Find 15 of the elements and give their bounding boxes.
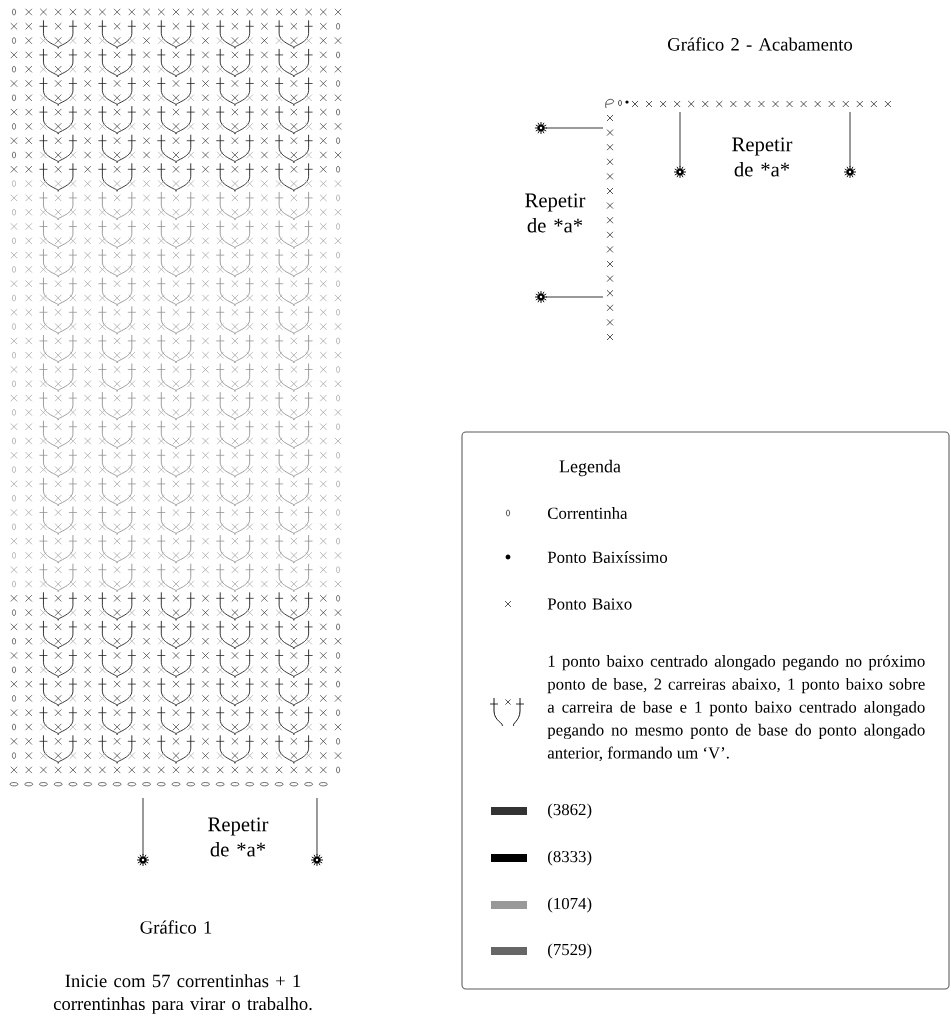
legend-text: (1074)	[548, 897, 592, 913]
chart-title: Gráfico 1	[140, 920, 212, 934]
legend-title: Legenda	[559, 459, 621, 477]
legend-text: 1 ponto baixo centrado alongado pegando no próximo ponto de base, 2 carreiras abaixo, 1 ponto baixo sobre a carreira de base e 1 ponto baixo centrado alongado pegando no mesmo ponto de base do ponto alongado anterior, formando um ‘V’.	[547, 655, 925, 761]
legend-text: Ponto Baixo	[547, 598, 632, 610]
legend-text: (8333)	[548, 850, 592, 866]
repeat-note: Repetir de *a*	[525, 193, 586, 233]
repeat-note: Repetir de *a*	[732, 137, 793, 177]
instruction-text: Inicie com 57 correntinhas + 1 correntinhas para virar o trabalho.	[53, 974, 312, 1014]
chart-title: Gráfico 2 - Acabamento	[668, 37, 853, 51]
legend-text: (3862)	[548, 803, 592, 819]
repeat-note: Repetir de *a*	[208, 817, 269, 857]
legend-text: Correntinha	[547, 507, 628, 519]
legend-text: Ponto Baixíssimo	[547, 551, 668, 563]
legend-text: (7529)	[548, 943, 592, 959]
